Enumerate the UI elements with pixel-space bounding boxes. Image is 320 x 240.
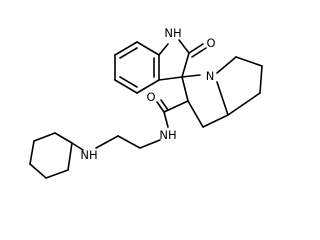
atom-label-o-lactam: O bbox=[206, 36, 215, 50]
atom-label-nh-amide: NH bbox=[159, 128, 176, 142]
atom-label-nh-amine: NH bbox=[80, 148, 97, 162]
atom-label-nh-indole: NH bbox=[164, 26, 181, 40]
atom-label-o-amide: O bbox=[146, 90, 155, 104]
atom-label-n-pyrrolizidine: N bbox=[206, 69, 215, 83]
molecule-structure-diagram: NH O N O NH NH bbox=[29, 26, 263, 179]
bond-lines bbox=[29, 39, 263, 179]
atom-labels: NH O N O NH NH bbox=[80, 26, 215, 162]
